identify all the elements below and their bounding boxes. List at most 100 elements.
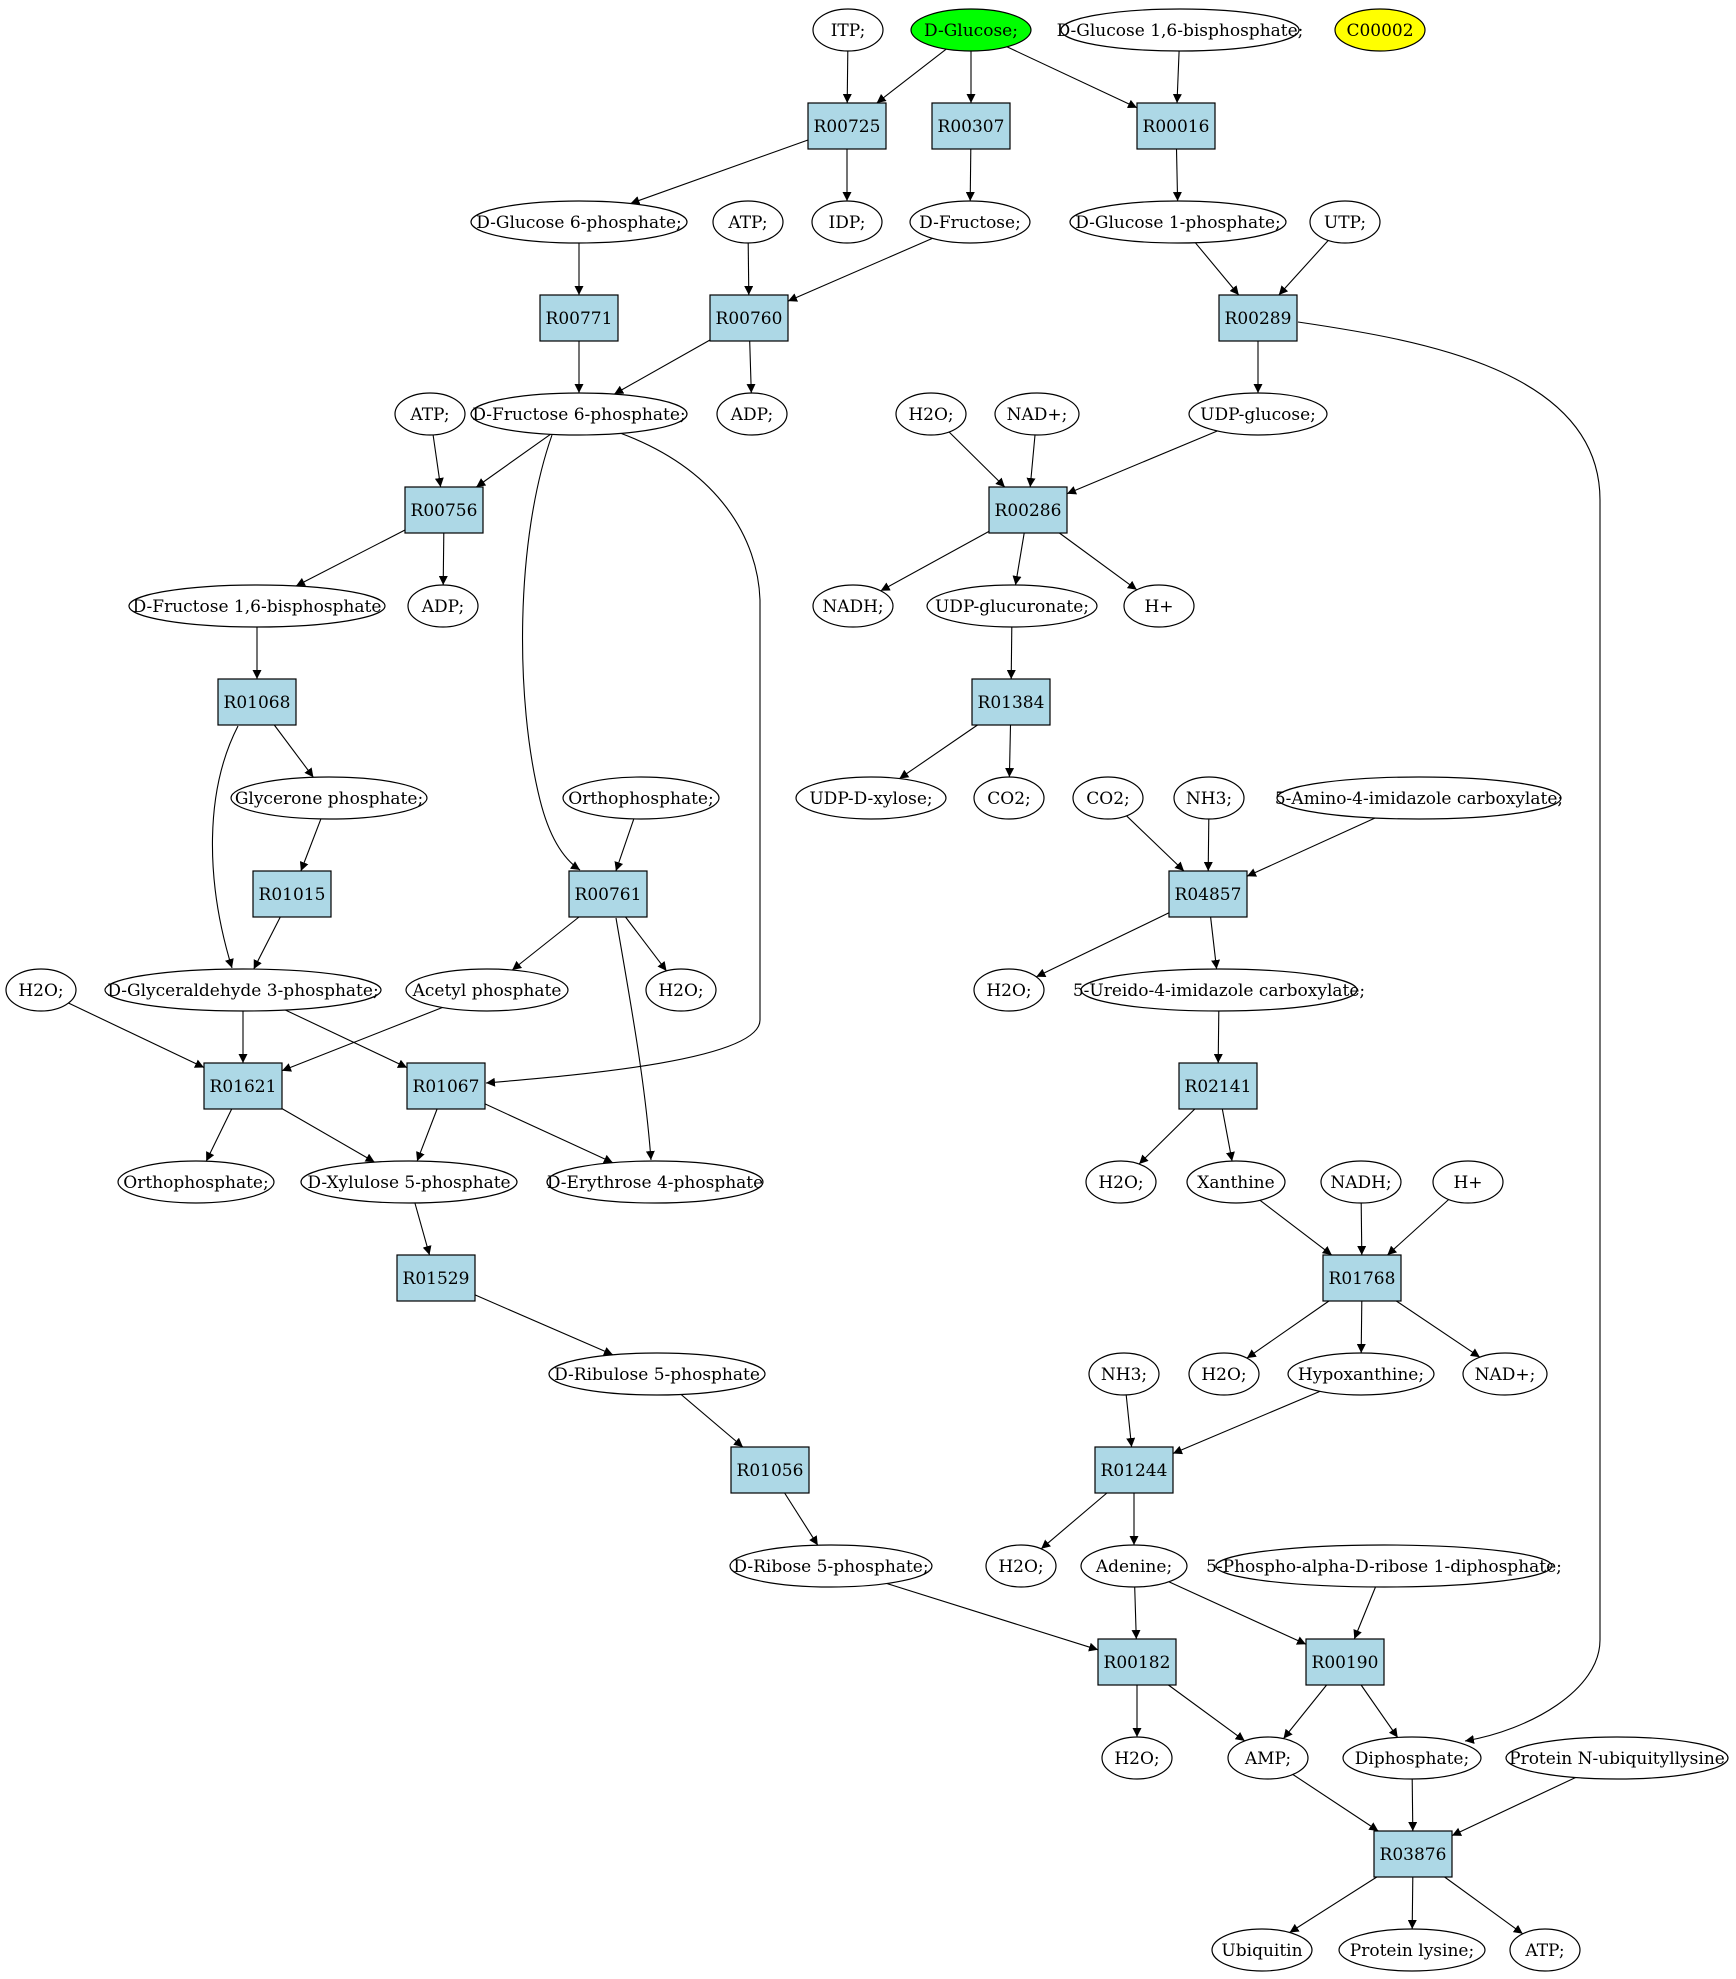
edge-ru5p-to-r01056 — [680, 1394, 744, 1448]
compound-node-itp1[interactable]: ITP; — [812, 8, 884, 52]
compound-node-h2o2[interactable]: H2O; — [5, 968, 77, 1012]
edge-r01068-to-gap — [211, 725, 239, 969]
compound-node-hp2[interactable]: H+ — [1432, 1160, 1504, 1204]
reaction-node-r00771[interactable]: R00771 — [539, 294, 619, 342]
compound-node-aicx[interactable]: 5-Amino-4-imidazole carboxylate; — [1275, 776, 1563, 820]
compound-ellipse — [1505, 1736, 1729, 1780]
compound-node-r5p[interactable]: D-Ribose 5-phosphate; — [729, 1544, 933, 1588]
compound-node-fru[interactable]: D-Fructose; — [909, 200, 1031, 244]
reaction-node-r01768[interactable]: R01768 — [1322, 1254, 1402, 1302]
compound-node-udpx[interactable]: UDP-D-xylose; — [795, 776, 947, 820]
compound-node-nadh1[interactable]: NADH; — [812, 584, 894, 628]
compound-node-adp2[interactable]: ADP; — [407, 584, 479, 628]
compound-node-ppi[interactable]: Diphosphate; — [1342, 1736, 1482, 1780]
reaction-box — [406, 1062, 486, 1110]
edge-nh3b-to-r01244 — [1125, 1394, 1136, 1448]
compound-node-co2a[interactable]: CO2; — [973, 776, 1045, 820]
compound-node-x5p[interactable]: D-Xylulose 5-phosphate — [300, 1160, 518, 1204]
reaction-node-r00307[interactable]: R00307 — [931, 102, 1011, 150]
edge-r00761-to-h2o3 — [625, 916, 667, 972]
compound-node-pi2[interactable]: Orthophosphate; — [117, 1160, 275, 1204]
reaction-node-r01621[interactable]: R01621 — [203, 1062, 283, 1110]
compound-node-h2o8[interactable]: H2O; — [1101, 1736, 1173, 1780]
compound-node-h2o3[interactable]: H2O; — [645, 968, 717, 1012]
compound-node-g1p[interactable]: D-Glucose 1-phosphate; — [1069, 200, 1287, 244]
compound-node-ade[interactable]: Adenine; — [1080, 1544, 1188, 1588]
compound-node-h2o5[interactable]: H2O; — [1085, 1160, 1157, 1204]
reaction-node-r00760[interactable]: R00760 — [709, 294, 789, 342]
reaction-node-r00182[interactable]: R00182 — [1097, 1638, 1177, 1686]
compound-node-amp[interactable]: AMP; — [1227, 1736, 1309, 1780]
edge-pnul-to-r03876 — [1451, 1777, 1576, 1837]
compound-node-h2o7[interactable]: H2O; — [985, 1544, 1057, 1588]
reaction-node-r01529[interactable]: R01529 — [396, 1254, 476, 1302]
edge-r00756-to-f16bp — [295, 529, 406, 587]
reaction-node-r01067[interactable]: R01067 — [406, 1062, 486, 1110]
compound-node-atp1[interactable]: ATP; — [712, 200, 784, 244]
reaction-node-r01384[interactable]: R01384 — [971, 678, 1051, 726]
compound-node-atp3[interactable]: ATP; — [1509, 1928, 1581, 1972]
compound-node-f16bp[interactable]: D-Fructose 1,6-bisphosphate — [128, 584, 386, 628]
reaction-node-r01015[interactable]: R01015 — [252, 870, 332, 918]
compound-node-utp1[interactable]: UTP; — [1309, 200, 1381, 244]
compound-node-hyp[interactable]: Hypoxanthine; — [1287, 1352, 1435, 1396]
compound-node-pi1[interactable]: Orthophosphate; — [562, 776, 720, 820]
compound-node-h2o4[interactable]: H2O; — [973, 968, 1045, 1012]
reaction-node-r00016[interactable]: R00016 — [1136, 102, 1216, 150]
edge-r03876-to-ubq — [1289, 1876, 1378, 1933]
compound-node-nh3b[interactable]: NH3; — [1088, 1352, 1160, 1396]
reaction-node-r00725[interactable]: R00725 — [807, 102, 887, 150]
compound-node-idp1[interactable]: IDP; — [811, 200, 883, 244]
compound-node-xan[interactable]: Xanthine — [1186, 1160, 1286, 1204]
reaction-node-r00756[interactable]: R00756 — [404, 486, 484, 534]
edge-atp2-to-r00756 — [432, 434, 444, 488]
compound-node-co2b[interactable]: CO2; — [1072, 776, 1144, 820]
compound-node-nh3a[interactable]: NH3; — [1173, 776, 1245, 820]
compound-node-h2o1[interactable]: H2O; — [895, 392, 967, 436]
compound-node-prpp[interactable]: 5-Phospho-alpha-D-ribose 1-diphosphate; — [1206, 1544, 1562, 1588]
reaction-node-r04857[interactable]: R04857 — [1168, 870, 1248, 918]
compound-ellipse — [729, 1544, 933, 1588]
compound-node-pnul[interactable]: Protein N-ubiquityllysine — [1505, 1736, 1729, 1780]
reaction-node-r01056[interactable]: R01056 — [730, 1446, 810, 1494]
compound-node-plys[interactable]: Protein lysine; — [1338, 1928, 1486, 1972]
compound-ellipse — [1215, 1544, 1553, 1588]
compound-node-f6p[interactable]: D-Fructose 6-phosphate; — [470, 392, 688, 436]
compound-node-g16bp[interactable]: D-Glucose 1,6-bisphosphate; — [1057, 8, 1304, 52]
compound-node-nadp2[interactable]: NAD+; — [1462, 1352, 1548, 1396]
compound-node-h2o6[interactable]: H2O; — [1188, 1352, 1260, 1396]
compound-node-uicx[interactable]: 5-Ureido-4-imidazole carboxylate; — [1073, 968, 1365, 1012]
compound-node-nadp1[interactable]: NAD+; — [994, 392, 1080, 436]
reaction-node-r00289[interactable]: R00289 — [1218, 294, 1298, 342]
compound-node-dhap[interactable]: Glycerone phosphate; — [230, 776, 428, 820]
reaction-node-r01244[interactable]: R01244 — [1094, 1446, 1174, 1494]
compound-ellipse — [1432, 1160, 1504, 1204]
reaction-node-r00190[interactable]: R00190 — [1305, 1638, 1385, 1686]
compound-node-e4p[interactable]: D-Erythrose 4-phosphate — [546, 1160, 764, 1204]
compound-node-ru5p[interactable]: D-Ribulose 5-phosphate — [548, 1352, 766, 1396]
reaction-node-r00286[interactable]: R00286 — [988, 486, 1068, 534]
edge-udpg-to-r00286 — [1066, 430, 1218, 495]
compound-node-udpga[interactable]: UDP-glucuronate; — [926, 584, 1098, 628]
reaction-node-r01068[interactable]: R01068 — [217, 678, 297, 726]
reaction-node-r03876[interactable]: R03876 — [1373, 1830, 1453, 1878]
compound-node-dglc[interactable]: D-Glucose; — [910, 8, 1032, 52]
compound-ellipse — [1188, 1352, 1260, 1396]
compound-node-atp2[interactable]: ATP; — [394, 392, 466, 436]
compound-node-gap[interactable]: D-Glyceraldehyde 3-phosphate; — [104, 968, 382, 1012]
edge-g1p-to-r00289 — [1194, 242, 1240, 296]
compound-node-g6p[interactable]: D-Glucose 6-phosphate; — [470, 200, 688, 244]
reaction-node-r00761[interactable]: R00761 — [568, 870, 648, 918]
compound-node-ubq[interactable]: Ubiquitin — [1211, 1928, 1313, 1972]
reaction-node-r02141[interactable]: R02141 — [1178, 1062, 1258, 1110]
compound-node-adp1[interactable]: ADP; — [716, 392, 788, 436]
edge-dglc-to-r00016 — [1006, 46, 1138, 109]
reaction-box — [709, 294, 789, 342]
compound-node-hp1[interactable]: H+ — [1123, 584, 1195, 628]
compound-node-c00002[interactable]: C00002 — [1334, 8, 1426, 52]
compound-node-udpg[interactable]: UDP-glucose; — [1188, 392, 1328, 436]
compound-node-nadh2[interactable]: NADH; — [1320, 1160, 1402, 1204]
edge-prpp-to-r00190 — [1353, 1586, 1377, 1640]
compound-node-acp[interactable]: Acetyl phosphate — [405, 968, 569, 1012]
node-label: R00771 — [546, 309, 613, 329]
